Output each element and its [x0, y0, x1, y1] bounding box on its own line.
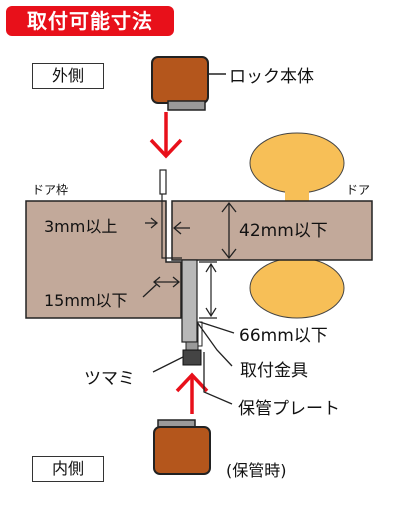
dimension-66mm-label: 66mm以下 — [239, 326, 328, 346]
insert-arrow-up — [175, 372, 209, 414]
storage-plate-label: 保管プレート — [238, 399, 340, 419]
lock-body-label: ロック本体 — [229, 67, 314, 87]
lock-body-bottom — [153, 426, 211, 475]
door — [171, 200, 373, 261]
inside-label-text: 内側 — [51, 459, 84, 478]
storage-note: (保管時) — [226, 461, 287, 480]
storage-plate-leader — [203, 352, 233, 405]
dimension-42mm-label: 42mm以下 — [239, 221, 328, 241]
handle-knob-outside — [249, 132, 345, 194]
knob-stem — [185, 341, 199, 351]
knob-leader — [152, 356, 184, 373]
latch-strip — [161, 194, 182, 259]
lock-body-outside — [151, 56, 209, 111]
outside-label-text: 外側 — [51, 66, 84, 85]
lock-body-inside — [153, 419, 211, 475]
page-title: 取付可能寸法 — [27, 9, 153, 33]
door-frame-label: ドア枠 — [32, 183, 69, 197]
mounting-bracket — [181, 259, 198, 343]
dimension-3mm-label: 3mm以上 — [44, 217, 118, 236]
door-frame — [25, 200, 182, 319]
knob-label: ツマミ — [84, 369, 135, 389]
lock-base-top — [167, 100, 206, 111]
dimension-66mm — [199, 261, 235, 334]
lock-body-top — [151, 56, 209, 104]
dimension-3mm-arrow — [145, 217, 159, 229]
mounting-bracket-assembly — [181, 259, 203, 366]
knob — [182, 349, 202, 366]
door-label: ドア — [346, 183, 371, 197]
handle-knob-inside — [249, 257, 345, 319]
dimension-15mm — [142, 276, 181, 298]
title-badge: 取付可能寸法 — [6, 6, 174, 36]
dimension-42mm — [173, 201, 237, 260]
insert-arrow-down — [149, 112, 183, 159]
inside-label: 内側 — [32, 456, 104, 482]
latch-plate — [159, 169, 167, 195]
bracket-label: 取付金具 — [240, 361, 308, 381]
outside-label: 外側 — [32, 63, 104, 89]
dimension-15mm-label: 15mm以下 — [44, 291, 128, 310]
bracket-leader — [196, 321, 233, 367]
